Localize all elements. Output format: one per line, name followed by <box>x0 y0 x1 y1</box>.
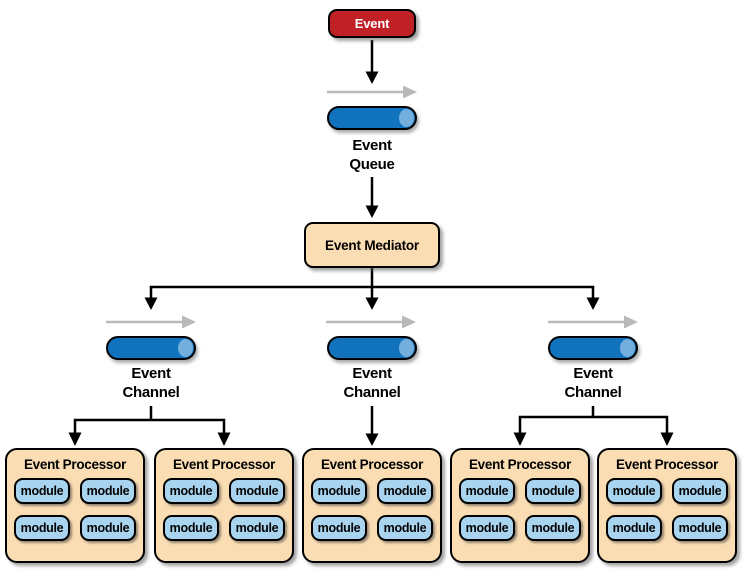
event-processor-title: Event Processor <box>23 457 127 472</box>
event-mediator-label: Event Mediator <box>325 237 419 253</box>
flow-arrow-queue <box>327 85 417 99</box>
module-grid: module module module module <box>452 478 588 541</box>
arrow-queue-to-mediator <box>365 177 379 218</box>
module-pill: module <box>229 515 285 541</box>
channel1-cylinder-cap <box>178 339 193 357</box>
module-grid: module module module module <box>304 478 440 541</box>
module-pill: module <box>377 478 433 504</box>
event-channel-label-2: Event Channel <box>343 365 401 401</box>
channel2-cylinder-cap <box>399 339 414 357</box>
module-pill: module <box>606 515 662 541</box>
connector-mediator-fanout <box>144 267 600 310</box>
module-pill: module <box>311 478 367 504</box>
event-processor-box-4: Event Processor module module module mod… <box>450 448 590 563</box>
flow-arrow-channel1 <box>106 315 196 329</box>
event-processor-title: Event Processor <box>468 457 572 472</box>
event-channel-pill-1 <box>106 336 196 360</box>
module-pill: module <box>14 515 70 541</box>
channel3-cylinder-cap <box>620 339 635 357</box>
event-processor-box-5: Event Processor module module module mod… <box>597 448 737 563</box>
module-grid: module module module module <box>599 478 735 541</box>
module-pill: module <box>525 478 581 504</box>
event-processor-box-2: Event Processor module module module mod… <box>154 448 294 563</box>
module-grid: module module module module <box>7 478 143 541</box>
module-pill: module <box>672 478 728 504</box>
event-queue-label: Event Queue <box>349 137 395 173</box>
module-pill: module <box>80 478 136 504</box>
module-pill: module <box>163 515 219 541</box>
event-processor-title: Event Processor <box>172 457 276 472</box>
event-queue-pill <box>327 106 417 130</box>
module-pill: module <box>229 478 285 504</box>
module-pill: module <box>377 515 433 541</box>
module-pill: module <box>459 478 515 504</box>
event-channel-label-3: Event Channel <box>564 365 622 401</box>
event-channel-label-1: Event Channel <box>122 365 180 401</box>
module-grid: module module module module <box>156 478 292 541</box>
connector-channel3-fanout <box>513 406 674 446</box>
flow-arrow-channel2 <box>326 315 416 329</box>
event-processor-title: Event Processor <box>615 457 719 472</box>
event-channel-pill-2 <box>327 336 417 360</box>
event-processor-box-3: Event Processor module module module mod… <box>302 448 442 563</box>
flow-arrow-channel3 <box>548 315 638 329</box>
event-node-label: Event <box>354 16 390 31</box>
arrow-event-to-queue <box>365 40 379 84</box>
event-node: Event <box>328 9 416 38</box>
event-processor-title: Event Processor <box>320 457 424 472</box>
connector-channel2-arrow <box>365 406 379 446</box>
event-channel-pill-3 <box>548 336 638 360</box>
module-pill: module <box>14 478 70 504</box>
module-pill: module <box>459 515 515 541</box>
module-pill: module <box>80 515 136 541</box>
queue-cylinder-cap <box>399 109 414 127</box>
module-pill: module <box>606 478 662 504</box>
event-processor-box-1: Event Processor module module module mod… <box>5 448 145 563</box>
module-pill: module <box>672 515 728 541</box>
module-pill: module <box>525 515 581 541</box>
connector-channel1-fanout <box>68 406 231 446</box>
module-pill: module <box>163 478 219 504</box>
module-pill: module <box>311 515 367 541</box>
event-mediator-node: Event Mediator <box>304 222 440 268</box>
